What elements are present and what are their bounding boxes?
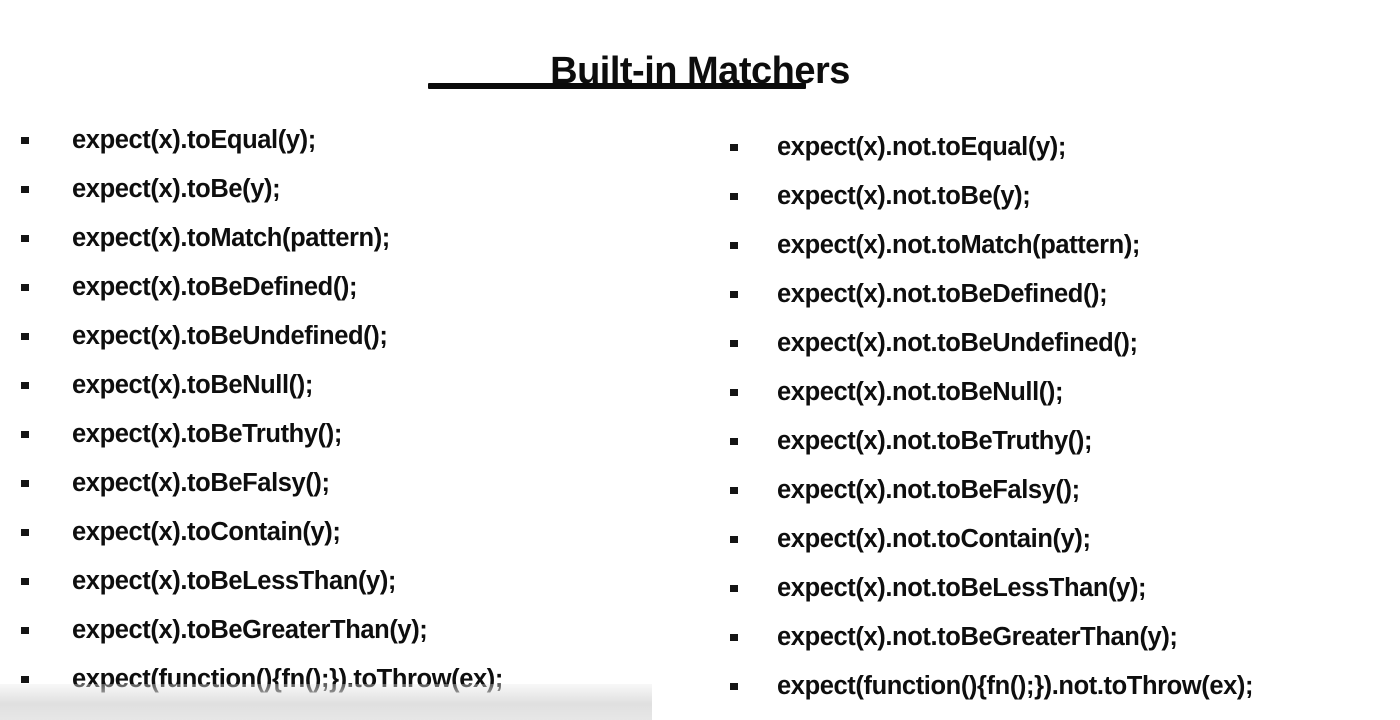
square-bullet-icon xyxy=(730,585,738,592)
square-bullet-icon xyxy=(730,340,738,347)
matcher-text: expect(x).toBeLessThan(y); xyxy=(72,567,397,595)
list-item: expect(x).not.toBeNull(); xyxy=(710,368,1400,417)
list-item: expect(x).toBeTruthy(); xyxy=(0,410,700,459)
matcher-text: expect(x).toBeTruthy(); xyxy=(72,420,342,448)
matcher-text: expect(x).toBeNull(); xyxy=(72,371,313,399)
list-item: expect(x).toBe(y); xyxy=(0,165,700,214)
matcher-text: expect(function(){fn();}).toThrow(ex); xyxy=(72,665,503,693)
square-bullet-icon xyxy=(730,683,738,690)
matcher-text: expect(x).not.toEqual(y); xyxy=(777,133,1066,161)
matcher-text: expect(x).not.toBeDefined(); xyxy=(777,280,1108,308)
square-bullet-icon xyxy=(21,284,29,291)
square-bullet-icon xyxy=(21,480,29,487)
list-item: expect(x).toBeLessThan(y); xyxy=(0,557,700,606)
square-bullet-icon xyxy=(21,137,29,144)
matcher-text: expect(x).toContain(y); xyxy=(72,518,341,546)
list-item: expect(x).not.toBeDefined(); xyxy=(710,270,1400,319)
square-bullet-icon xyxy=(21,382,29,389)
list-item: expect(x).toEqual(y); xyxy=(0,116,700,165)
list-item: expect(x).not.toBeTruthy(); xyxy=(710,417,1400,466)
list-item: expect(x).not.toBeUndefined(); xyxy=(710,319,1400,368)
square-bullet-icon xyxy=(21,431,29,438)
matcher-text: expect(x).not.toBeFalsy(); xyxy=(777,476,1080,504)
list-item: expect(x).toBeFalsy(); xyxy=(0,459,700,508)
matcher-text: expect(x).not.toContain(y); xyxy=(777,525,1091,553)
list-item: expect(x).not.toBe(y); xyxy=(710,172,1400,221)
matcher-text: expect(function(){fn();}).not.toThrow(ex… xyxy=(777,672,1254,700)
square-bullet-icon xyxy=(730,242,738,249)
matcher-text: expect(x).not.toBeGreaterThan(y); xyxy=(777,623,1178,651)
list-item: expect(x).not.toContain(y); xyxy=(710,515,1400,564)
square-bullet-icon xyxy=(730,487,738,494)
list-item: expect(x).not.toBeFalsy(); xyxy=(710,466,1400,515)
title-underline-rule xyxy=(428,83,806,89)
square-bullet-icon xyxy=(21,235,29,242)
square-bullet-icon xyxy=(21,627,29,634)
square-bullet-icon xyxy=(730,536,738,543)
list-item: expect(x).toBeDefined(); xyxy=(0,263,700,312)
list-item: expect(x).not.toBeLessThan(y); xyxy=(710,564,1400,613)
matcher-text: expect(x).not.toBeLessThan(y); xyxy=(777,574,1147,602)
square-bullet-icon xyxy=(21,529,29,536)
matcher-list-negated: expect(x).not.toEqual(y); expect(x).not.… xyxy=(710,123,1400,711)
list-item: expect(function(){fn();}).not.toThrow(ex… xyxy=(710,662,1400,711)
list-item: expect(x).toMatch(pattern); xyxy=(0,214,700,263)
square-bullet-icon xyxy=(21,578,29,585)
square-bullet-icon xyxy=(21,333,29,340)
square-bullet-icon xyxy=(730,634,738,641)
matcher-text: expect(x).not.toBe(y); xyxy=(777,182,1031,210)
list-item: expect(x).not.toMatch(pattern); xyxy=(710,221,1400,270)
matcher-text: expect(x).toBeUndefined(); xyxy=(72,322,388,350)
matcher-text: expect(x).toBeDefined(); xyxy=(72,273,358,301)
matcher-text: expect(x).toBeFalsy(); xyxy=(72,469,330,497)
list-item: expect(x).toBeUndefined(); xyxy=(0,312,700,361)
square-bullet-icon xyxy=(730,193,738,200)
list-item: expect(x).toContain(y); xyxy=(0,508,700,557)
list-item: expect(x).not.toBeGreaterThan(y); xyxy=(710,613,1400,662)
list-item: expect(x).not.toEqual(y); xyxy=(710,123,1400,172)
list-item: expect(function(){fn();}).toThrow(ex); xyxy=(0,655,700,704)
matcher-text: expect(x).toBe(y); xyxy=(72,175,281,203)
square-bullet-icon xyxy=(730,389,738,396)
square-bullet-icon xyxy=(21,676,29,683)
matcher-list-positive: expect(x).toEqual(y); expect(x).toBe(y);… xyxy=(0,116,700,704)
square-bullet-icon xyxy=(21,186,29,193)
list-item: expect(x).toBeNull(); xyxy=(0,361,700,410)
matcher-text: expect(x).not.toBeTruthy(); xyxy=(777,427,1093,455)
square-bullet-icon xyxy=(730,291,738,298)
matcher-text: expect(x).toEqual(y); xyxy=(72,126,316,154)
matcher-text: expect(x).not.toBeNull(); xyxy=(777,378,1064,406)
matcher-text: expect(x).not.toBeUndefined(); xyxy=(777,329,1138,357)
matcher-text: expect(x).not.toMatch(pattern); xyxy=(777,231,1141,259)
square-bullet-icon xyxy=(730,438,738,445)
list-item: expect(x).toBeGreaterThan(y); xyxy=(0,606,700,655)
matcher-text: expect(x).toBeGreaterThan(y); xyxy=(72,616,428,644)
square-bullet-icon xyxy=(730,144,738,151)
matcher-text: expect(x).toMatch(pattern); xyxy=(72,224,390,252)
